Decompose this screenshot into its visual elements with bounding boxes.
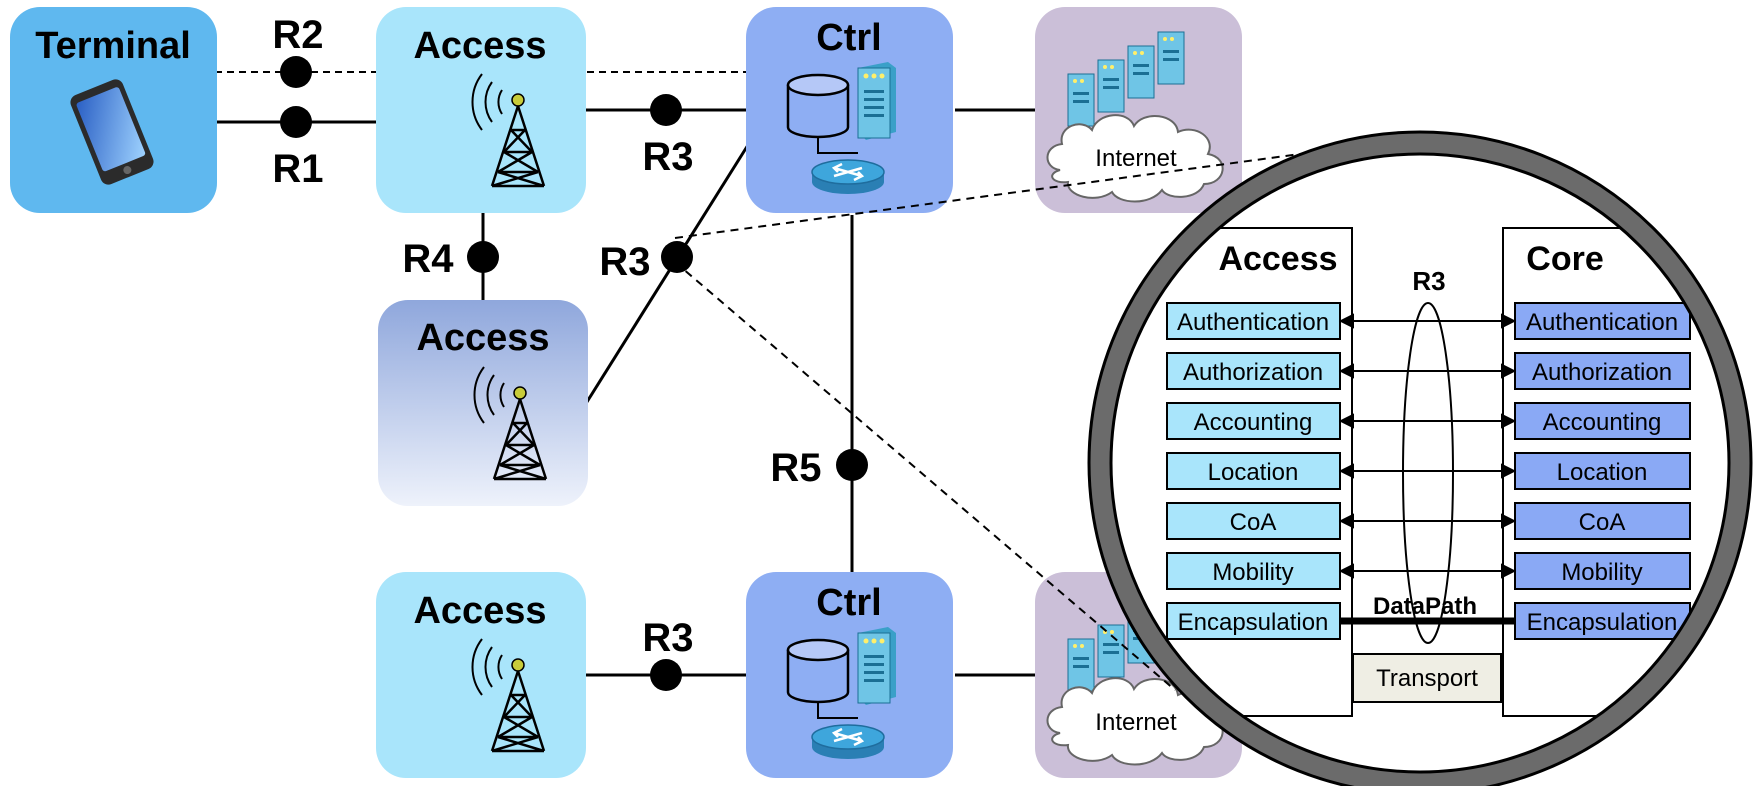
access-function-list: Authentication Authorization Accounting … <box>1166 302 1341 640</box>
svg-text:Accounting: Accounting <box>1194 409 1313 436</box>
r1-label: R1 <box>272 147 323 191</box>
r5-label: R5 <box>770 446 821 490</box>
r1-dot <box>280 106 312 138</box>
zoom-access-title: Access <box>1218 240 1337 278</box>
r3-top-dot <box>650 94 682 126</box>
r4-dot <box>467 241 499 273</box>
terminal-title: Terminal <box>35 25 191 67</box>
ctrl-node-bottom[interactable]: Ctrl <box>746 572 953 778</box>
link-r3-mid <box>583 144 750 406</box>
core-function-list: Authentication Authorization Accounting … <box>1514 302 1691 640</box>
cloud-icon <box>1046 114 1224 203</box>
svg-text:Authorization: Authorization <box>1532 359 1672 386</box>
r5-dot <box>836 449 868 481</box>
server-icon <box>857 62 896 140</box>
svg-text:CoA: CoA <box>1579 509 1626 536</box>
access-function-row: Authorization <box>1166 352 1341 390</box>
antenna-tower-icon <box>471 638 546 753</box>
core-function-row: CoA <box>1514 502 1691 540</box>
transport-box <box>1352 653 1502 703</box>
access-mid-title: Access <box>416 317 549 359</box>
ctrl-top-title: Ctrl <box>816 17 881 59</box>
access-node-bottom[interactable]: Access <box>376 572 586 778</box>
r3-interface-oval <box>1402 302 1454 644</box>
antenna-tower-icon <box>471 73 546 188</box>
r4-label: R4 <box>402 237 454 281</box>
r3-bottom-label: R3 <box>642 616 693 660</box>
phone-icon <box>70 79 154 185</box>
svg-text:Authentication: Authentication <box>1177 309 1329 336</box>
core-function-row: Location <box>1514 452 1691 490</box>
zoom-projection-lines <box>674 149 1331 691</box>
router-icon <box>811 159 885 194</box>
server-icon <box>857 627 896 705</box>
r2-label: R2 <box>272 13 323 57</box>
svg-text:Mobility: Mobility <box>1212 559 1293 586</box>
zoom-r3-label: R3 <box>1412 266 1445 296</box>
core-function-row: Authorization <box>1514 352 1691 390</box>
core-function-row: Accounting <box>1514 402 1691 440</box>
transport-label: Transport <box>1376 665 1478 692</box>
internet-top-label: Internet <box>1095 145 1177 172</box>
svg-text:Authentication: Authentication <box>1526 309 1678 336</box>
database-icon <box>786 638 858 719</box>
svg-text:Encapsulation: Encapsulation <box>1527 609 1678 636</box>
access-node-top[interactable]: Access <box>376 7 586 213</box>
r2-dot <box>280 56 312 88</box>
access-top-title: Access <box>413 25 546 67</box>
r3-bottom-dot <box>650 659 682 691</box>
access-function-row: Accounting <box>1166 402 1341 440</box>
r3-mid-dot <box>661 241 693 273</box>
r3-mid-label: R3 <box>599 240 650 284</box>
svg-text:Location: Location <box>1557 459 1648 486</box>
terminal-node[interactable]: Terminal <box>10 7 217 213</box>
reference-points: R2 R1 R3 R4 R3 R5 R3 <box>272 13 868 691</box>
function-arrows <box>1338 313 1517 579</box>
internet-bottom-label: Internet <box>1095 709 1177 736</box>
access-node-mid[interactable]: Access <box>378 300 588 506</box>
core-function-row: Encapsulation <box>1514 602 1691 640</box>
svg-text:Location: Location <box>1208 459 1299 486</box>
r3-top-label: R3 <box>642 135 693 179</box>
database-icon <box>786 73 858 154</box>
ctrl-node-top[interactable]: Ctrl <box>746 7 953 213</box>
access-function-row: Location <box>1166 452 1341 490</box>
zoom-core-title: Core <box>1526 240 1603 278</box>
access-bottom-title: Access <box>413 590 546 632</box>
access-function-row: Mobility <box>1166 552 1341 590</box>
svg-text:Encapsulation: Encapsulation <box>1178 609 1329 636</box>
magnifier-lens: Access Core R3 Authentication Authorizat… <box>1087 130 1753 786</box>
svg-text:Authorization: Authorization <box>1183 359 1323 386</box>
access-function-row: Authentication <box>1166 302 1341 340</box>
core-function-row: Authentication <box>1514 302 1691 340</box>
datapath-label: DataPath <box>1373 593 1477 620</box>
core-function-row: Mobility <box>1514 552 1691 590</box>
access-function-row: CoA <box>1166 502 1341 540</box>
router-icon <box>811 724 885 759</box>
ctrl-bottom-title: Ctrl <box>816 582 881 624</box>
antenna-tower-icon <box>473 366 548 481</box>
internet-node-top[interactable]: Internet <box>1035 7 1242 213</box>
svg-text:Accounting: Accounting <box>1543 409 1662 436</box>
access-function-row: Encapsulation <box>1166 602 1341 640</box>
svg-text:Mobility: Mobility <box>1561 559 1642 586</box>
lens-ring <box>1089 132 1751 786</box>
svg-text:CoA: CoA <box>1230 509 1277 536</box>
